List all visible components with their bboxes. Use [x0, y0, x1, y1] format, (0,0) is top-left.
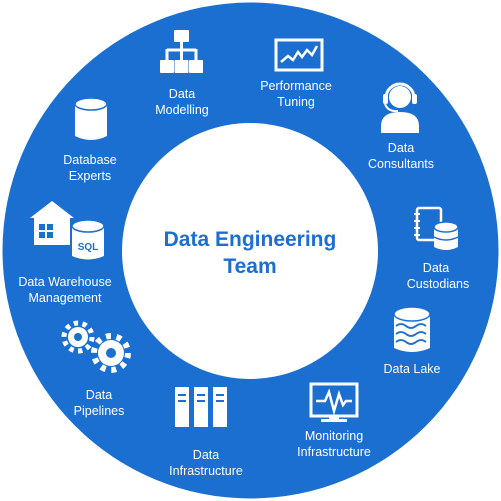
segment-label-line2: Pipelines [74, 404, 125, 418]
segment-label-line1: Data [388, 141, 414, 155]
server-racks-icon [175, 387, 227, 427]
segment-label-line2: Infrastructure [297, 445, 371, 459]
center-title-line2: Team [223, 255, 276, 278]
segment-label-line2: Consultants [368, 157, 434, 171]
monitor-pulse-icon [309, 382, 359, 422]
center-title-line1: Data Engineering [164, 228, 337, 251]
segment-label-line1: Monitoring [305, 429, 363, 443]
segment-data-infrastructure: Data Infrastructure [169, 387, 243, 478]
segment-label-line2: Tuning [277, 95, 315, 109]
headset-person-icon [381, 82, 419, 133]
gears-icon [61, 320, 131, 373]
segment-database-experts: Database Experts [63, 97, 117, 183]
warehouse-sql-icon: SQL [30, 201, 105, 260]
database-cylinder-icon [74, 97, 108, 140]
segment-data-modelling: Data Modelling [155, 30, 209, 117]
segment-data-lake: Data Lake [384, 306, 441, 376]
segment-label-line1: Data Lake [384, 362, 441, 376]
performance-chart-icon [274, 38, 324, 72]
segment-data-pipelines: Data Pipelines [61, 320, 131, 418]
segment-label-line2: Infrastructure [169, 464, 243, 478]
segment-label-line1: Data [169, 87, 195, 101]
segment-performance-tuning: Performance Tuning [260, 38, 332, 109]
segment-data-warehouse-management: SQL Data Warehouse Management [18, 201, 112, 305]
segment-label-line1: Data Warehouse [18, 275, 111, 289]
segment-label-line2: Custodians [407, 277, 470, 291]
segment-label-line2: Modelling [155, 103, 209, 117]
hierarchy-icon [160, 30, 203, 73]
database-waves-icon [393, 306, 431, 352]
segment-data-custodians: Data Custodians [407, 206, 470, 291]
segment-label-line2: Management [29, 291, 102, 305]
segment-label-line2: Experts [69, 169, 111, 183]
segment-label-line1: Data [86, 388, 112, 402]
notebook-database-icon [414, 206, 459, 250]
segment-data-consultants: Data Consultants [368, 82, 434, 171]
segment-monitoring-infrastructure: Monitoring Infrastructure [297, 382, 371, 459]
segment-label-line1: Performance [260, 79, 332, 93]
segment-label-line1: Database [63, 153, 117, 167]
center-circle [122, 123, 378, 379]
segment-label-line1: Data [193, 448, 219, 462]
svg-text:SQL: SQL [78, 242, 99, 253]
segment-label-line1: Data [423, 261, 449, 275]
